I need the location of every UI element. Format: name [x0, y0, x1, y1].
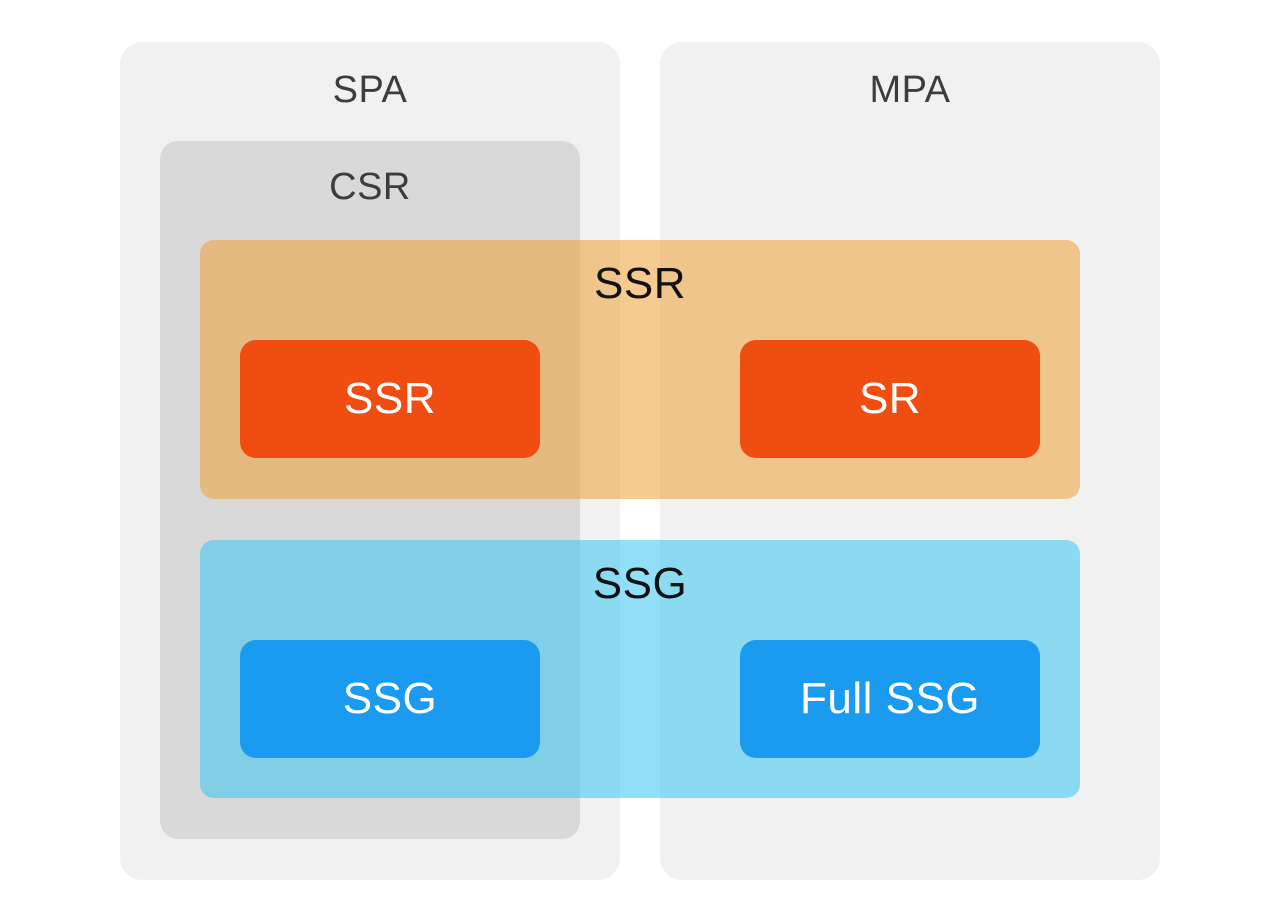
ssg-band-label: SSG	[592, 559, 688, 608]
node-ssg: SSG	[240, 640, 540, 758]
ssr-band-label: SSR	[594, 259, 686, 308]
csr-group-label: CSR	[329, 166, 411, 208]
node-sr: SR	[740, 340, 1040, 458]
spa-group-label: SPA	[332, 69, 408, 111]
mpa-group-label: MPA	[869, 69, 951, 111]
node-full-ssg: Full SSG	[740, 640, 1040, 758]
node-ssr: SSR	[240, 340, 540, 458]
